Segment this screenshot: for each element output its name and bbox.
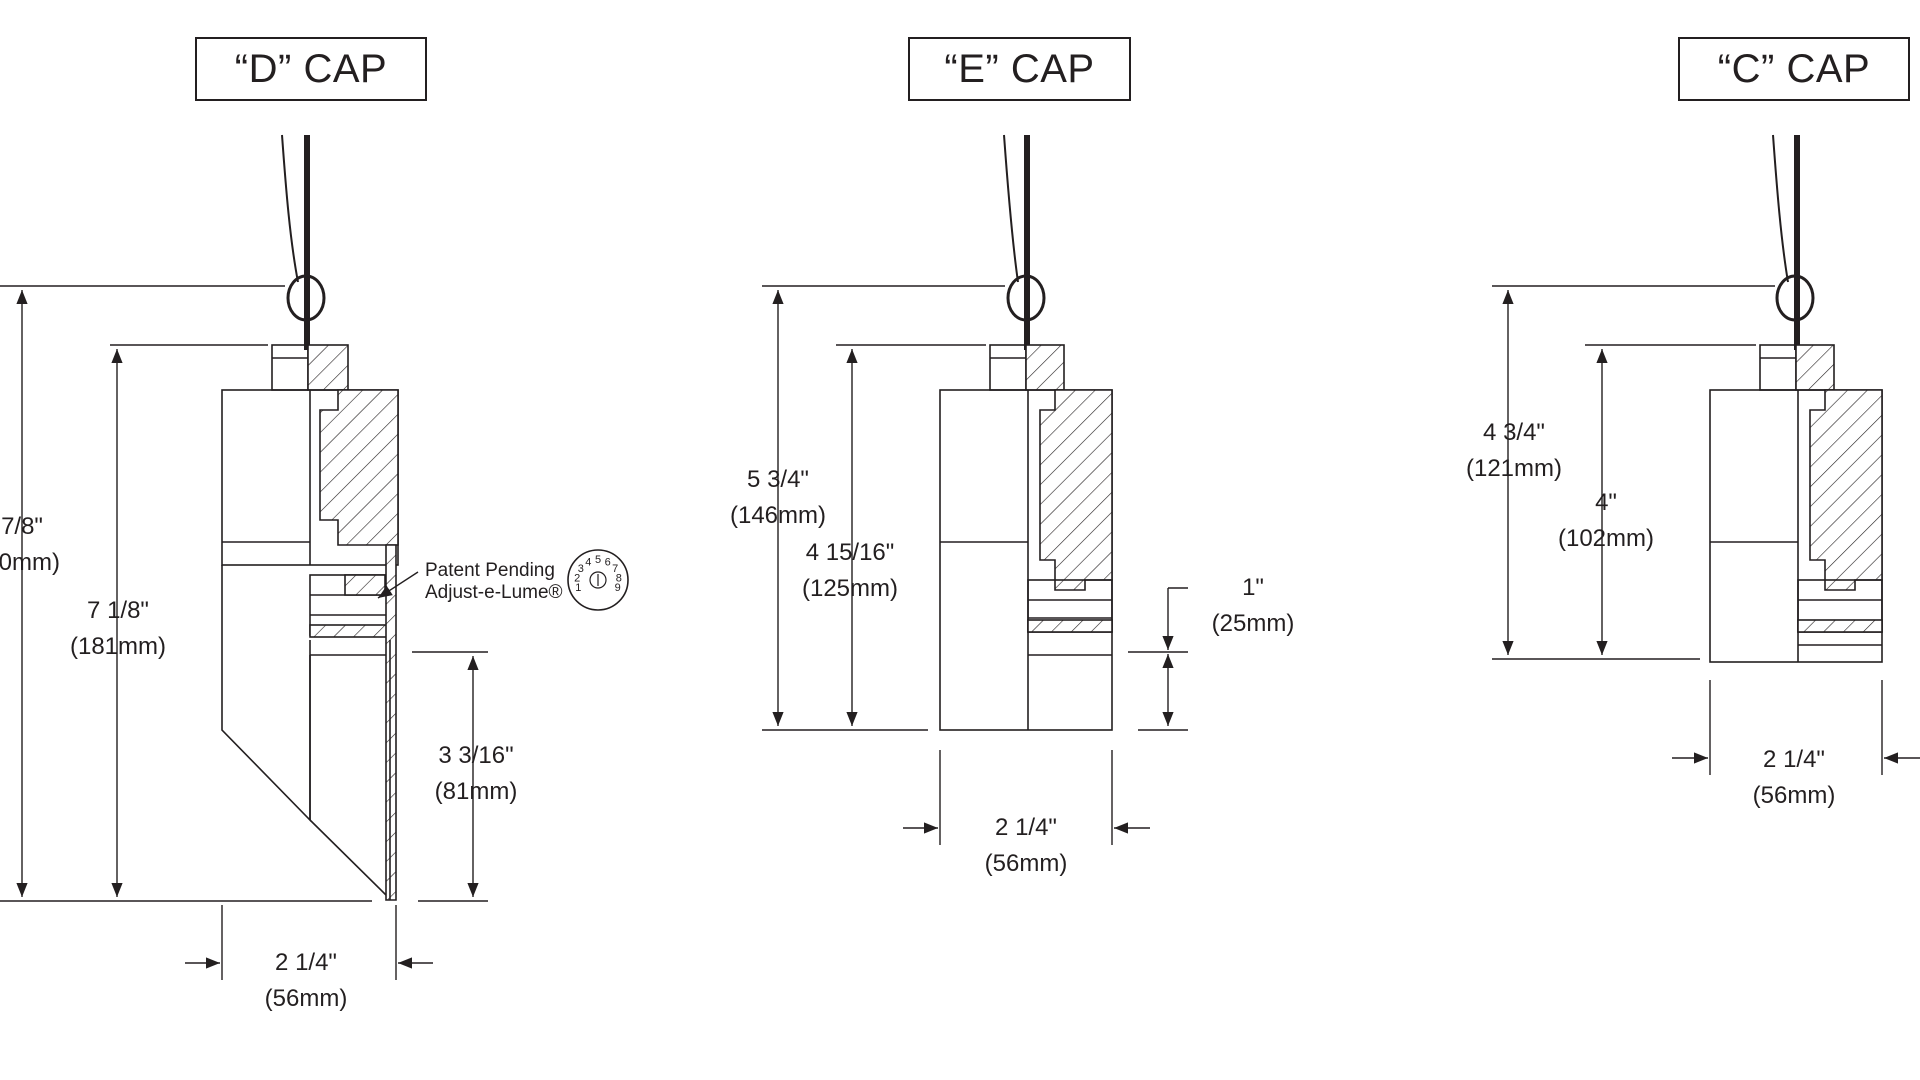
e-fitting [989,344,1027,391]
dial-number: 4 [585,556,591,568]
c-cap-fixture [1709,134,1883,663]
c-body-height-in: 4" [1595,489,1617,516]
d-overall-height-in: 7 7/8" [0,513,43,540]
d-width-label: 2 1/4" (56mm) [246,945,366,1017]
dial-number: 6 [605,556,611,568]
d-cap-title: “D” CAP [195,37,427,101]
e-width-label: 2 1/4" (56mm) [966,810,1086,882]
d-overall-height-label: 7 7/8" (200mm) [0,509,72,581]
dial-number: 1 [575,582,581,594]
e-shield-height-label: 1" (25mm) [1198,570,1308,642]
d-overall-height-mm: (200mm) [0,549,60,576]
e-width-in: 2 1/4" [995,814,1057,841]
c-overall-height-label: 4 3/4" (121mm) [1454,415,1574,487]
e-suspension-wire [1003,134,1019,283]
dial-number: 7 [612,563,618,575]
c-overall-height-mm: (121mm) [1465,455,1562,482]
patent-pending-note: Patent Pending Adjust-e-Lume® [425,560,563,604]
patent-pending-text: Patent Pending [425,560,555,581]
c-width-mm: (56mm) [1752,782,1836,809]
d-suspension-wire [281,134,299,283]
c-suspension-wire [1772,134,1789,283]
e-overall-height-label: 5 3/4" (146mm) [718,462,838,534]
d-width-in: 2 1/4" [275,949,337,976]
e-hanging-ring [1006,274,1046,322]
d-body-height-in: 7 1/8" [87,597,149,624]
e-overall-height-mm: (146mm) [729,502,826,529]
e-body-height-mm: (125mm) [801,575,898,602]
d-shield-height-in: 3 3/16" [438,742,514,769]
e-body-height-in: 4 15/16" [805,539,895,566]
d-body-height-label: 7 1/8" (181mm) [58,593,178,665]
c-fitting [1759,344,1797,391]
e-overall-height-in: 5 3/4" [747,466,809,493]
e-body-height-label: 4 15/16" (125mm) [790,535,910,607]
e-cap-title: “E” CAP [908,37,1131,101]
d-body-height-mm: (181mm) [69,633,166,660]
c-cap-title: “C” CAP [1678,37,1910,101]
dial-number: 2 [574,572,580,584]
dial-number: 9 [615,582,621,594]
dial-number: 5 [595,554,601,566]
e-dimension-lines [762,285,1188,845]
d-dimension-lines [0,285,488,980]
e-width-mm: (56mm) [984,850,1068,877]
d-width-mm: (56mm) [264,985,348,1012]
dial-number: 3 [578,563,584,575]
c-overall-height-in: 4 3/4" [1483,419,1545,446]
c-body-height-mm: (102mm) [1557,525,1654,552]
dial-number: 8 [616,572,622,584]
c-width-in: 2 1/4" [1763,746,1825,773]
e-shield-height-mm: (25mm) [1211,610,1295,637]
c-width-label: 2 1/4" (56mm) [1734,742,1854,814]
c-body-height-label: 4" (102mm) [1546,485,1666,557]
c-dimension-lines [1492,285,1920,775]
d-shield-height-mm: (81mm) [434,778,518,805]
c-hanging-ring [1775,274,1815,322]
d-shield-height-label: 3 3/16" (81mm) [416,738,536,810]
d-fitting [271,344,309,391]
e-cap-fixture [939,134,1113,731]
e-shield-height-in: 1" [1242,574,1264,601]
d-hanging-ring [286,274,326,322]
adjust-e-lume-text: Adjust-e-Lume® [425,582,563,603]
d-cap-fixture [221,134,399,901]
